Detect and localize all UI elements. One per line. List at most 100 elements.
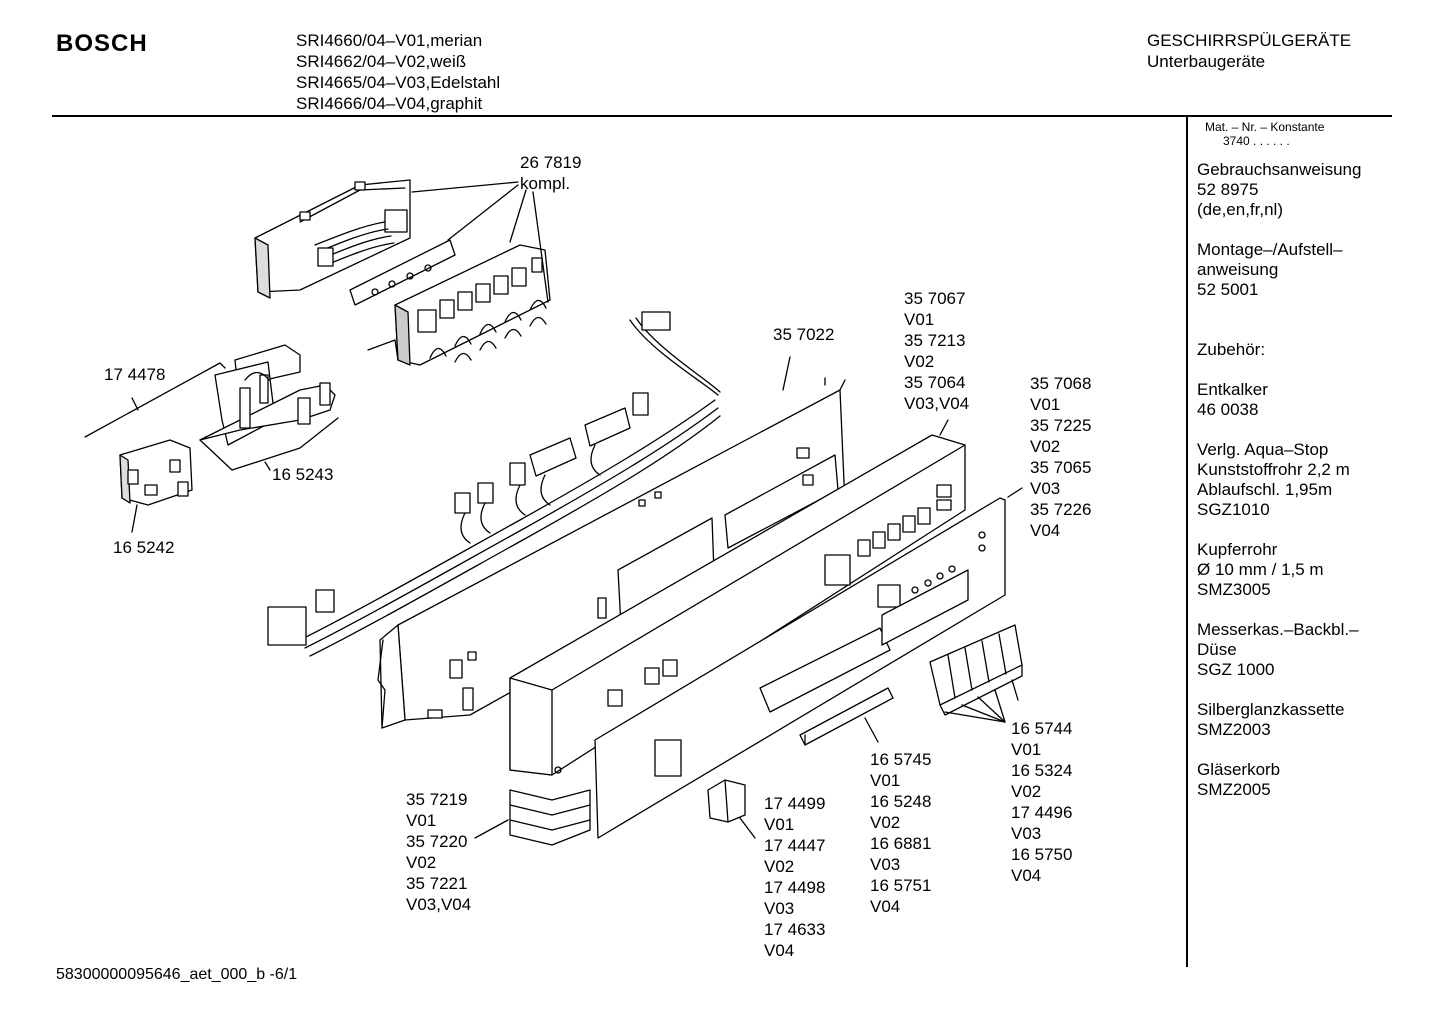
sidebar-line: Ablaufschl. 1,95m	[1197, 480, 1333, 499]
sidebar-line: 52 8975	[1197, 180, 1259, 199]
part-number: 16 5750	[1011, 845, 1073, 864]
part-number: 16 5243	[272, 465, 334, 484]
accessories-sidebar: Gebrauchsanweisung 52 8975 (de,en,fr,nl)…	[1197, 160, 1387, 820]
part-number: 17 4499	[764, 794, 826, 813]
part-number: 35 7226	[1030, 500, 1092, 519]
sidebar-line: 46 0038	[1197, 400, 1259, 419]
sidebar-line: SMZ2005	[1197, 780, 1271, 799]
part-number: 35 7221	[406, 874, 468, 893]
variant: V04	[1011, 866, 1042, 885]
sidebar-line: anweisung	[1197, 260, 1279, 279]
variant: V04	[870, 897, 901, 916]
part-note: kompl.	[520, 174, 571, 193]
material-number-label: Mat. – Nr. – Konstante	[1205, 120, 1325, 134]
leader-line-357219	[474, 819, 509, 839]
trim-strip-part	[509, 789, 591, 846]
callout-165242: 16 5242	[113, 537, 174, 558]
leader-line-165745	[864, 717, 879, 743]
part-number: 16 5248	[870, 792, 932, 811]
leader-line-165242	[131, 504, 138, 533]
part-number: 35 7065	[1030, 458, 1092, 477]
sidebar-block-manual: Gebrauchsanweisung 52 8975 (de,en,fr,nl)	[1197, 160, 1387, 220]
part-number: 17 4478	[104, 365, 166, 384]
callout-165744: 16 5744 V01 16 5324 V02 17 4496 V03 16 5…	[1011, 718, 1072, 886]
sidebar-line: 52 5001	[1197, 280, 1259, 299]
category-subtitle: Unterbaugeräte	[1147, 52, 1266, 71]
leader-lines-165744	[944, 679, 1019, 723]
variant: V01	[1030, 395, 1061, 414]
callout-267819: 26 7819 kompl.	[520, 152, 581, 194]
model-line: SRI4662/04–V02,weiß	[296, 52, 467, 71]
model-line: SRI4660/04–V01,merian	[296, 31, 483, 50]
sidebar-line: SGZ1010	[1197, 500, 1270, 519]
wiring-harness-part	[267, 311, 721, 657]
sidebar-line: Messerkas.–Backbl.–	[1197, 620, 1359, 639]
part-number: 17 4496	[1011, 803, 1073, 822]
leader-line-174499	[739, 817, 756, 839]
sidebar-block-installation: Montage–/Aufstell– anweisung 52 5001	[1197, 240, 1387, 300]
part-number: 35 7219	[406, 790, 468, 809]
sidebar-block-descaler: Entkalker 46 0038	[1197, 380, 1387, 420]
document-code: 58300000095646_aet_000_b -6/1	[56, 966, 298, 983]
material-number-value: 3740	[1223, 134, 1250, 148]
callout-165243: 16 5243	[272, 464, 333, 485]
variant: V04	[764, 941, 795, 960]
model-list: SRI4660/04–V01,merian SRI4662/04–V02,wei…	[296, 30, 500, 114]
part-number: 35 7225	[1030, 416, 1092, 435]
sidebar-line: Zubehör:	[1197, 340, 1266, 359]
callout-357219: 35 7219 V01 35 7220 V02 35 7221 V03,V04	[406, 789, 471, 915]
variant: V02	[1030, 437, 1061, 456]
sidebar-line: Kunststoffrohr 2,2 m	[1197, 460, 1350, 479]
part-number: 16 5324	[1011, 761, 1073, 780]
sidebar-line: Kupferrohr	[1197, 540, 1278, 559]
display-bar-part	[799, 687, 894, 746]
callout-357067: 35 7067 V01 35 7213 V02 35 7064 V03,V04	[904, 288, 969, 414]
material-number-header: Mat. – Nr. – Konstante 3740 . . . . . .	[1205, 120, 1324, 148]
sidebar-block-nozzle: Messerkas.–Backbl.– Düse SGZ 1000	[1197, 620, 1387, 680]
sidebar-line: Gläserkorb	[1197, 760, 1281, 779]
variant: V03,V04	[904, 394, 970, 413]
button-keys-part	[929, 624, 1023, 716]
variant: V01	[1011, 740, 1042, 759]
callout-357022: 35 7022	[773, 324, 834, 345]
variant: V01	[904, 310, 935, 329]
leader-line-357022	[782, 356, 791, 391]
part-number: 16 5751	[870, 876, 932, 895]
sidebar-line: Montage–/Aufstell–	[1197, 240, 1343, 259]
model-line: SRI4665/04–V03,Edelstahl	[296, 73, 501, 92]
variant: V02	[764, 857, 795, 876]
sidebar-block-aquastop: Verlg. Aqua–Stop Kunststoffrohr 2,2 m Ab…	[1197, 440, 1387, 520]
variant: V02	[406, 853, 437, 872]
part-number: 16 5745	[870, 750, 932, 769]
sidebar-block-accessories: Zubehör:	[1197, 340, 1387, 360]
part-number: 17 4447	[764, 836, 826, 855]
variant: V02	[1011, 782, 1042, 801]
lock-housing-part	[199, 344, 339, 471]
part-number: 35 7220	[406, 832, 468, 851]
variant: V03,V04	[406, 895, 472, 914]
callout-165745: 16 5745 V01 16 5248 V02 16 6881 V03 16 5…	[870, 749, 931, 917]
exploded-view-drawing	[84, 179, 1023, 846]
front-housing-part	[509, 434, 966, 776]
model-line: SRI4666/04–V04,graphit	[296, 94, 483, 113]
part-number: 35 7068	[1030, 374, 1092, 393]
lock-switch-part	[119, 439, 193, 506]
part-number: 16 5242	[113, 538, 175, 557]
part-number: 35 7022	[773, 325, 835, 344]
callout-174478: 17 4478	[104, 364, 165, 385]
sidebar-line: Entkalker	[1197, 380, 1268, 399]
variant: V03	[1011, 824, 1042, 843]
leader-line-165243	[264, 461, 271, 471]
sidebar-line: SMZ2003	[1197, 720, 1271, 739]
variant: V03	[870, 855, 901, 874]
variant: V02	[904, 352, 935, 371]
variant: V01	[870, 771, 901, 790]
part-number: 17 4498	[764, 878, 826, 897]
part-number: 35 7213	[904, 331, 966, 350]
lock-wire-part	[84, 362, 226, 438]
part-number: 35 7064	[904, 373, 966, 392]
callout-174499: 17 4499 V01 17 4447 V02 17 4498 V03 17 4…	[764, 793, 825, 961]
front-panel-part	[594, 497, 1006, 839]
callout-357068: 35 7068 V01 35 7225 V02 35 7065 V03 35 7…	[1030, 373, 1091, 541]
sidebar-divider	[1186, 117, 1188, 967]
